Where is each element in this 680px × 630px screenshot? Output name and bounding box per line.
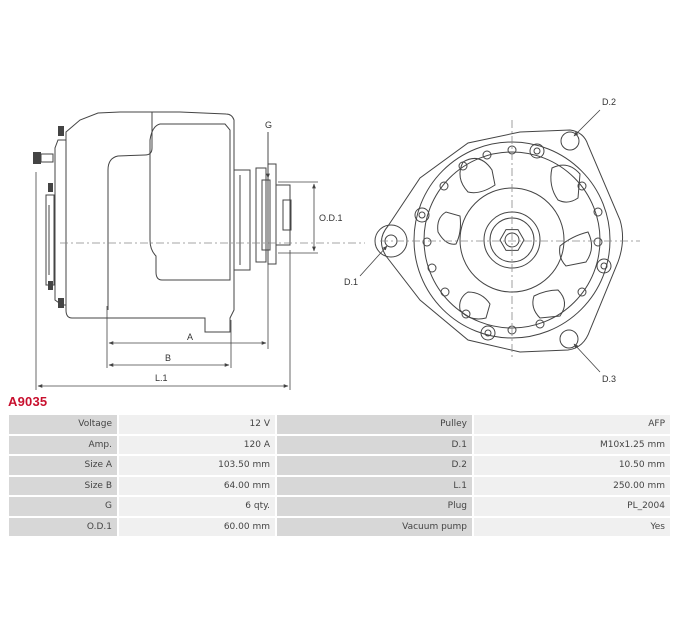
spec-label: Size A bbox=[9, 456, 117, 475]
spec-label: Vacuum pump bbox=[277, 517, 472, 536]
spec-label: Voltage bbox=[9, 415, 117, 434]
dim-label-d1: D.1 bbox=[344, 277, 358, 287]
spec-value: 12 V bbox=[119, 415, 275, 434]
table-row: Size A 103.50 mm D.2 10.50 mm bbox=[9, 456, 670, 475]
flange-holes bbox=[414, 131, 612, 349]
spec-value: 6 qty. bbox=[119, 497, 275, 516]
table-row: Amp. 120 A D.1 M10x1.25 mm bbox=[9, 435, 670, 454]
fan-spokes bbox=[437, 157, 592, 320]
dim-label-g: G bbox=[265, 120, 272, 130]
table-row: O.D.1 60.00 mm Vacuum pump Yes bbox=[9, 517, 670, 536]
spec-value: 60.00 mm bbox=[119, 517, 275, 536]
spec-table: Voltage 12 V Pulley AFP Amp. 120 A D.1 M… bbox=[7, 413, 672, 538]
front-leaders bbox=[359, 109, 601, 373]
spec-label: Plug bbox=[277, 497, 472, 516]
spec-label: Amp. bbox=[9, 435, 117, 454]
spec-label: Size B bbox=[9, 476, 117, 495]
pulley-side bbox=[255, 167, 267, 263]
dim-label-l1: L.1 bbox=[155, 373, 168, 383]
table-row: Voltage 12 V Pulley AFP bbox=[9, 415, 670, 434]
table-row: G 6 qty. Plug PL_2004 bbox=[9, 497, 670, 516]
spec-label: D.1 bbox=[277, 435, 472, 454]
part-number: A9035 bbox=[8, 394, 48, 409]
dim-label-a: A bbox=[187, 332, 193, 342]
table-row: Size B 64.00 mm L.1 250.00 mm bbox=[9, 476, 670, 495]
dim-label-b: B bbox=[165, 353, 171, 363]
dim-label-od1: O.D.1 bbox=[319, 213, 343, 223]
dim-label-d3: D.3 bbox=[602, 374, 616, 384]
front-flange bbox=[381, 129, 624, 353]
spec-label: Pulley bbox=[277, 415, 472, 434]
spec-value: Yes bbox=[474, 517, 670, 536]
spec-label: D.2 bbox=[277, 456, 472, 475]
spec-value: 250.00 mm bbox=[474, 476, 670, 495]
spec-label: G bbox=[9, 497, 117, 516]
alternator-technical-drawing: G O.D.1 A B L.1 bbox=[33, 97, 640, 390]
dim-label-d2: D.2 bbox=[602, 97, 616, 107]
spec-value: 120 A bbox=[119, 435, 275, 454]
spec-value: AFP bbox=[474, 415, 670, 434]
alternator-body bbox=[65, 111, 235, 333]
spec-label: O.D.1 bbox=[9, 517, 117, 536]
spec-label: L.1 bbox=[277, 476, 472, 495]
side-dimensions bbox=[35, 132, 318, 390]
side-view bbox=[33, 111, 292, 333]
rear-housing bbox=[54, 139, 67, 306]
spec-value: 103.50 mm bbox=[119, 456, 275, 475]
spec-value: 10.50 mm bbox=[474, 456, 670, 475]
spec-value: PL_2004 bbox=[474, 497, 670, 516]
hole-d2 bbox=[560, 131, 580, 151]
hub-nut bbox=[499, 229, 525, 251]
spec-value: 64.00 mm bbox=[119, 476, 275, 495]
spec-value: M10x1.25 mm bbox=[474, 435, 670, 454]
hole-d3 bbox=[559, 329, 579, 349]
